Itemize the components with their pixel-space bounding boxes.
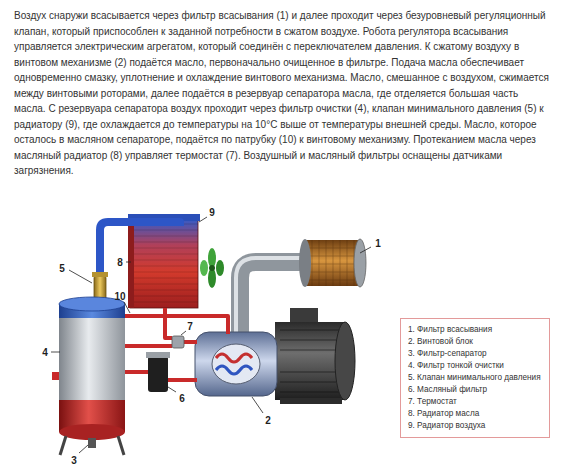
screw-rotor-housing <box>212 344 260 384</box>
oil-pipe <box>168 378 197 382</box>
motor-terminal-box <box>290 308 318 324</box>
tank-leg <box>60 436 66 455</box>
motor-feet <box>280 398 342 404</box>
oil-pipe <box>184 340 197 344</box>
callout-number: 8 <box>117 257 123 268</box>
callout-number: 2 <box>265 415 271 426</box>
callout-number: 4 <box>42 347 48 358</box>
legend-item: 7. Термостат <box>408 396 542 408</box>
air-pipe <box>100 222 180 305</box>
oil-pipe <box>125 370 148 374</box>
tank-bottom <box>59 424 125 440</box>
motor-ribs <box>280 330 340 392</box>
oil-filter-head <box>146 352 170 358</box>
radiator <box>130 218 198 308</box>
legend-item: 3. Фильтр-сепаратор <box>408 348 542 360</box>
legend-text: 8. Радиатор масла <box>408 409 479 418</box>
callout-number: 9 <box>209 207 215 218</box>
callout-number: 3 <box>71 455 77 466</box>
legend-item: 4. Фильтр тонкой очистки <box>408 360 542 372</box>
intake-filter <box>305 240 360 286</box>
valve-cap <box>92 272 108 277</box>
legend-box: 1. Фильтр всасывания 2. Винтовой блок 3. Ф… <box>400 318 550 438</box>
callout-number: 7 <box>187 321 193 332</box>
legend-text: 2. Винтовой блок <box>408 337 473 346</box>
callout-number: 1 <box>375 238 381 249</box>
filter-cap <box>299 239 311 287</box>
callout-number: 10 <box>114 291 125 302</box>
legend-text: 4. Фильтр тонкой очистки <box>408 361 504 370</box>
oil-pipe <box>165 308 172 338</box>
filter-cap <box>354 239 366 287</box>
radiator-side <box>128 221 134 308</box>
motor-end <box>335 322 355 400</box>
cooling-fan <box>200 248 224 288</box>
separator-tank <box>59 310 125 402</box>
legend-text: 7. Термостат <box>408 397 457 406</box>
oil-filter <box>148 356 168 392</box>
legend-text: 3. Фильтр-сепаратор <box>408 349 487 358</box>
description-text: Воздух снаружи всасывается через фильтр … <box>14 8 552 179</box>
legend-text: 1. Фильтр всасывания <box>408 325 492 334</box>
legend-item: 8. Радиатор масла <box>408 408 542 420</box>
radiator-fins <box>134 224 198 302</box>
legend-item: 9. Радиатор воздуха <box>408 420 542 432</box>
legend-item: 2. Винтовой блок <box>408 336 542 348</box>
tank-sight-glass <box>52 372 59 380</box>
legend-text: 5. Клапан минимального давления <box>408 373 541 382</box>
thermostat <box>172 336 184 348</box>
legend-item: 5. Клапан минимального давления <box>408 372 542 384</box>
screw-block <box>195 332 277 396</box>
leader-lines <box>51 217 371 453</box>
legend-item: 1. Фильтр всасывания <box>408 324 542 336</box>
legend-item: 6. Масляный фильтр <box>408 384 542 396</box>
filter-mesh <box>305 240 360 286</box>
oil-pipe <box>125 344 172 348</box>
oil-return-pipe <box>125 316 228 334</box>
legend-text: 9. Радиатор воздуха <box>408 421 485 430</box>
callout-number: 5 <box>59 263 65 274</box>
legend-text: 6. Масляный фильтр <box>408 385 487 394</box>
rotor <box>216 366 252 374</box>
pressure-valve <box>94 276 106 300</box>
tank-drain <box>88 438 96 448</box>
callout-number: 6 <box>179 393 185 404</box>
rotor <box>216 354 252 362</box>
tank-leg <box>118 436 124 455</box>
